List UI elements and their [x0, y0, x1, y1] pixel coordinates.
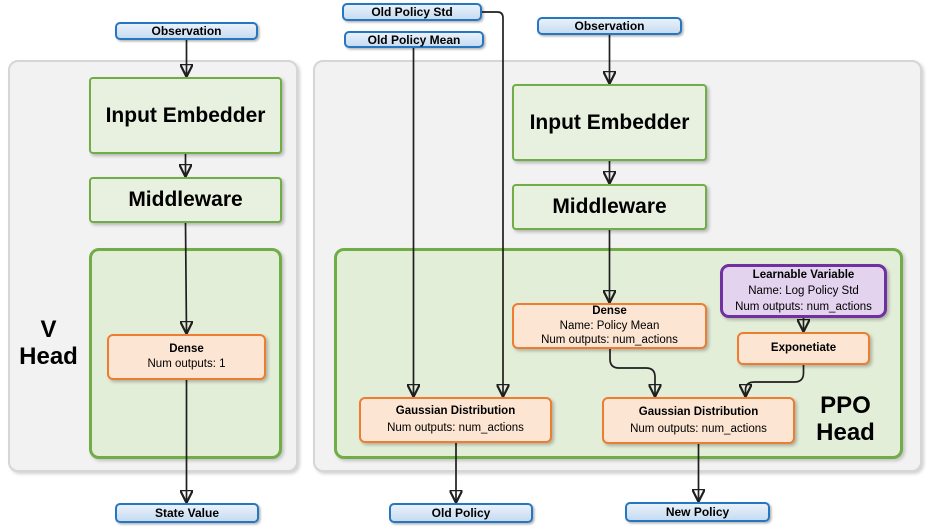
- ppo-observation-label: Observation: [574, 19, 645, 33]
- v-input-embedder: Input Embedder: [89, 77, 282, 154]
- ppo-learnable-variable: Learnable Variable Name: Log Policy Std …: [720, 264, 887, 318]
- ppo-new-policy: New Policy: [625, 502, 770, 522]
- ppo-learnable-title: Learnable Variable: [752, 269, 855, 281]
- ppo-gaussian-new-outputs: Num outputs: num_actions: [630, 422, 767, 435]
- ppo-gaussian-distribution-new: Gaussian Distribution Num outputs: num_a…: [602, 397, 795, 444]
- ppo-old-policy-std: Old Policy Std: [342, 3, 482, 21]
- v-state-value: State Value: [115, 503, 259, 523]
- ppo-head-title-line1: PPO: [820, 392, 871, 419]
- v-observation: Observation: [115, 22, 258, 40]
- v-input-embedder-label: Input Embedder: [105, 103, 266, 127]
- ppo-input-embedder: Input Embedder: [512, 84, 707, 161]
- ppo-gaussian-old-outputs: Num outputs: num_actions: [387, 422, 524, 434]
- v-middleware-label: Middleware: [128, 188, 243, 211]
- ppo-old-policy-mean: Old Policy Mean: [344, 31, 484, 48]
- ppo-middleware: Middleware: [512, 184, 707, 230]
- ppo-learnable-outputs: Num outputs: num_actions: [735, 301, 872, 313]
- v-head-title-line1: V: [40, 316, 57, 343]
- ppo-middleware-label: Middleware: [552, 195, 667, 218]
- ppo-gaussian-old-title: Gaussian Distribution: [395, 405, 516, 417]
- ppo-head-title: PPO Head: [783, 392, 908, 446]
- ppo-gaussian-new-title: Gaussian Distribution: [638, 405, 759, 418]
- v-state-value-label: State Value: [154, 506, 220, 520]
- v-head-title: V Head: [8, 316, 89, 370]
- ppo-exponetiate-label: Exponetiate: [770, 342, 837, 354]
- v-observation-label: Observation: [151, 24, 222, 38]
- v-head-title-line2: Head: [19, 343, 78, 370]
- ppo-learnable-name: Name: Log Policy Std: [748, 285, 859, 297]
- ppo-dense-outputs: Num outputs: num_actions: [541, 334, 678, 347]
- v-dense-title: Dense: [169, 343, 204, 355]
- ppo-dense-title: Dense: [592, 305, 627, 318]
- ppo-exponetiate: Exponetiate: [737, 332, 870, 365]
- ppo-old-policy-std-label: Old Policy Std: [371, 5, 453, 19]
- ppo-old-policy-mean-label: Old Policy Mean: [367, 32, 461, 47]
- ppo-new-policy-label: New Policy: [665, 505, 730, 519]
- ppo-input-embedder-label: Input Embedder: [529, 110, 690, 134]
- v-middleware: Middleware: [89, 177, 282, 223]
- v-dense: Dense Num outputs: 1: [107, 334, 266, 380]
- ppo-old-policy: Old Policy: [389, 503, 533, 523]
- ppo-gaussian-distribution-old: Gaussian Distribution Num outputs: num_a…: [359, 397, 552, 443]
- ppo-head-title-line2: Head: [816, 419, 875, 446]
- ppo-dense-policy-mean: Dense Name: Policy Mean Num outputs: num…: [512, 303, 707, 349]
- v-dense-outputs: Num outputs: 1: [147, 358, 226, 370]
- ppo-dense-name: Name: Policy Mean: [559, 319, 660, 332]
- ppo-observation: Observation: [537, 17, 682, 35]
- ppo-old-policy-label: Old Policy: [431, 506, 491, 520]
